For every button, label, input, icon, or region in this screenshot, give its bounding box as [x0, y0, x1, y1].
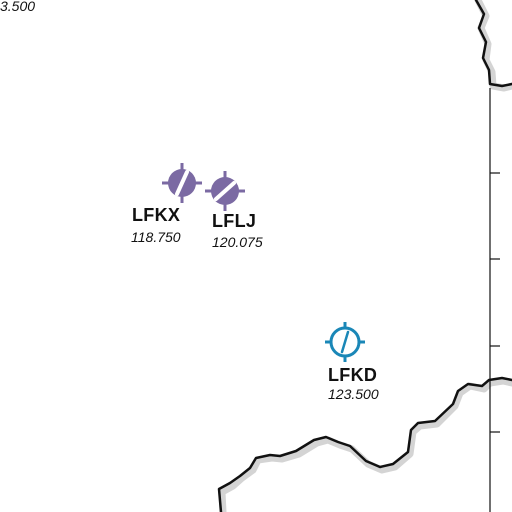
corner-frequency-label: 3.500 [0, 0, 36, 14]
airport-frequency-lfkx: 118.750 [131, 229, 181, 245]
airport-ident-lflj[interactable]: LFLJ [212, 211, 257, 231]
airport-symbol-lfkd[interactable] [325, 322, 365, 362]
airport-symbol-lfkx[interactable] [162, 163, 202, 203]
airport-frequency-lflj: 120.075 [212, 234, 263, 250]
airport-symbol-lflj[interactable] [205, 171, 245, 211]
airport-ident-lfkd[interactable]: LFKD [328, 365, 378, 385]
chart-frame [489, 88, 500, 512]
country-border [217, 0, 512, 512]
border-shadow [218, 0, 512, 512]
airport-frequency-lfkd: 123.500 [328, 386, 379, 402]
airport-ident-lfkx[interactable]: LFKX [132, 205, 181, 225]
